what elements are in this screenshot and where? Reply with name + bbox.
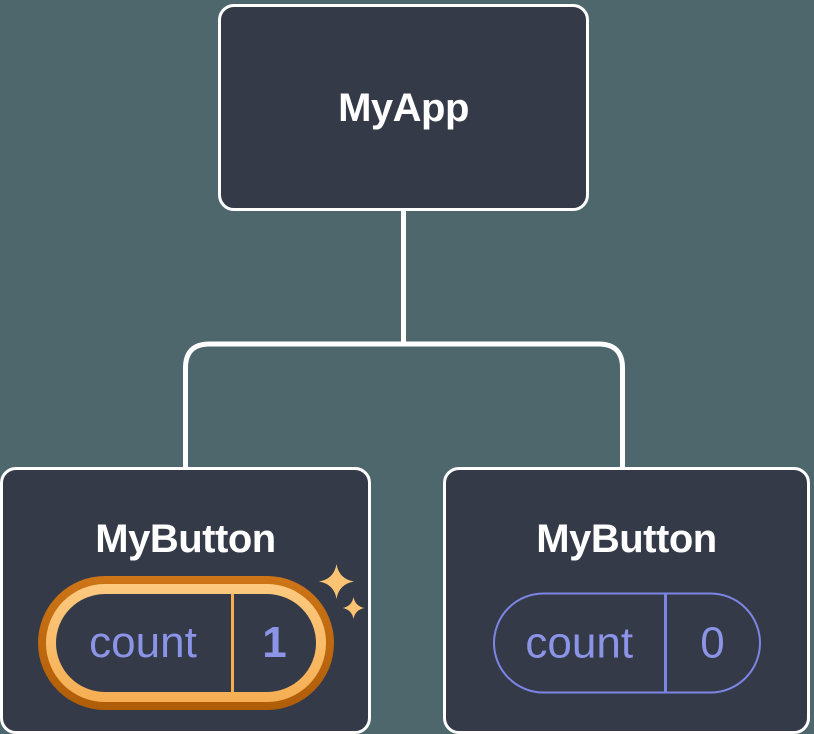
state-pill-body: count 0 — [492, 592, 761, 694]
sparkles-icon — [319, 564, 365, 619]
node-mybutton-plain: MyButton count 0 — [443, 467, 810, 734]
state-pill-divider — [664, 594, 667, 692]
state-pill-body: count 1 — [55, 594, 316, 692]
connector-branch — [183, 341, 625, 470]
root-node-label: MyApp — [338, 85, 469, 130]
state-key-label: count — [525, 618, 634, 667]
child-node-label: MyButton — [95, 517, 276, 561]
state-pill-highlighted: count 1 — [37, 576, 334, 710]
state-key-label: count — [89, 618, 197, 667]
sparkle-large — [319, 564, 354, 599]
state-pill-divider — [230, 594, 234, 692]
state-pill-gold-ring: count 1 — [45, 584, 326, 702]
child-node-label: MyButton — [536, 517, 717, 561]
node-mybutton-highlighted: MyButton count 1 — [0, 467, 371, 734]
sparkle-small — [342, 597, 365, 619]
state-value: 0 — [700, 618, 725, 667]
state-pill-outer-ring: count 1 — [37, 576, 334, 710]
state-value: 1 — [262, 618, 287, 667]
node-root-myapp: MyApp — [218, 4, 589, 211]
state-pill-plain: count 0 — [492, 592, 761, 694]
